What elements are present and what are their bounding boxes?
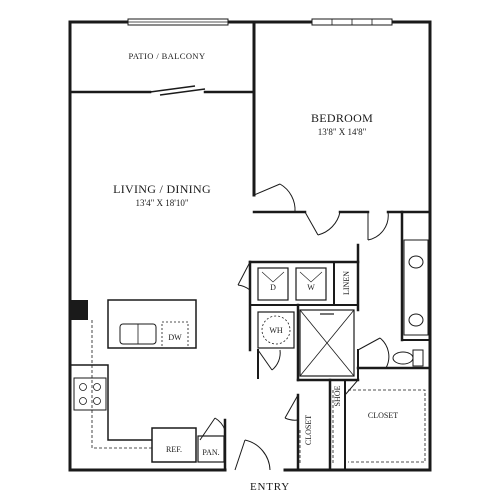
range-icon xyxy=(73,377,107,411)
dryer-label: D xyxy=(270,283,276,292)
shoe-label: SHOE xyxy=(333,385,342,406)
windows xyxy=(127,18,393,26)
water-heater-label: WH xyxy=(269,326,283,335)
walls xyxy=(68,20,432,472)
labels: PATIO / BALCONY BEDROOM 13'8" X 14'8" LI… xyxy=(113,51,398,493)
doors xyxy=(149,85,390,471)
dishwasher-label: DW xyxy=(168,333,182,342)
bath xyxy=(299,239,429,377)
water-heater-icon xyxy=(261,315,291,345)
living-dimensions: 13'4" X 18'10" xyxy=(135,198,188,208)
shower-icon xyxy=(299,309,355,377)
refrigerator-label: REF. xyxy=(166,445,182,454)
dryer-icon xyxy=(257,267,289,301)
lavatory-icon xyxy=(408,255,424,269)
laundry xyxy=(257,267,327,349)
side-closet-label: CLOSET xyxy=(304,415,313,445)
washer-icon xyxy=(295,267,327,301)
living-label: LIVING / DINING xyxy=(113,182,211,196)
entry-label: ENTRY xyxy=(250,481,290,493)
toilet-icon xyxy=(392,351,414,365)
linen-label: LINEN xyxy=(342,271,351,295)
pantry-label: PAN. xyxy=(202,448,219,457)
bedroom-dimensions: 13'8" X 14'8" xyxy=(318,127,367,137)
kitchen xyxy=(70,299,225,463)
bedroom-label: BEDROOM xyxy=(311,111,373,125)
patio-label: PATIO / BALCONY xyxy=(128,51,205,61)
lavatory-icon xyxy=(408,313,424,327)
closet-label: CLOSET xyxy=(368,411,398,420)
washer-label: W xyxy=(307,283,315,292)
closet-shelving xyxy=(299,389,426,465)
